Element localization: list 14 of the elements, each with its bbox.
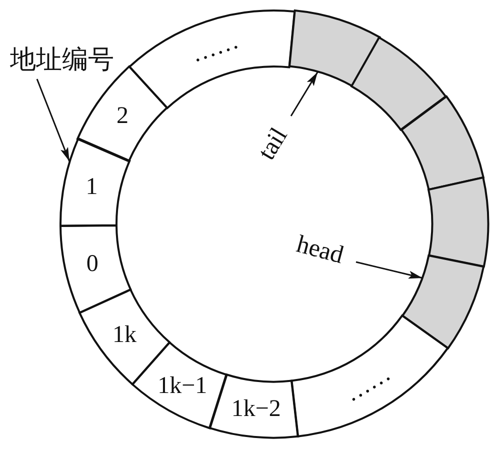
arrow bbox=[36, 78, 70, 162]
cell-number: 1k−1 bbox=[158, 374, 208, 398]
ellipsis: …… bbox=[188, 28, 242, 67]
cell-number: 1k bbox=[112, 322, 136, 347]
pointer-label: tail bbox=[254, 124, 292, 164]
cell-number: 1 bbox=[86, 174, 98, 199]
pointer-label: head bbox=[294, 232, 346, 268]
arrow bbox=[356, 261, 423, 279]
cell-number: 1k−2 bbox=[231, 397, 281, 422]
arrow bbox=[290, 72, 318, 116]
annotation-label: 地址编号 bbox=[10, 47, 114, 73]
cell-number: 0 bbox=[86, 252, 98, 276]
ellipsis: …… bbox=[342, 362, 396, 407]
cell-number: 2 bbox=[116, 104, 129, 128]
